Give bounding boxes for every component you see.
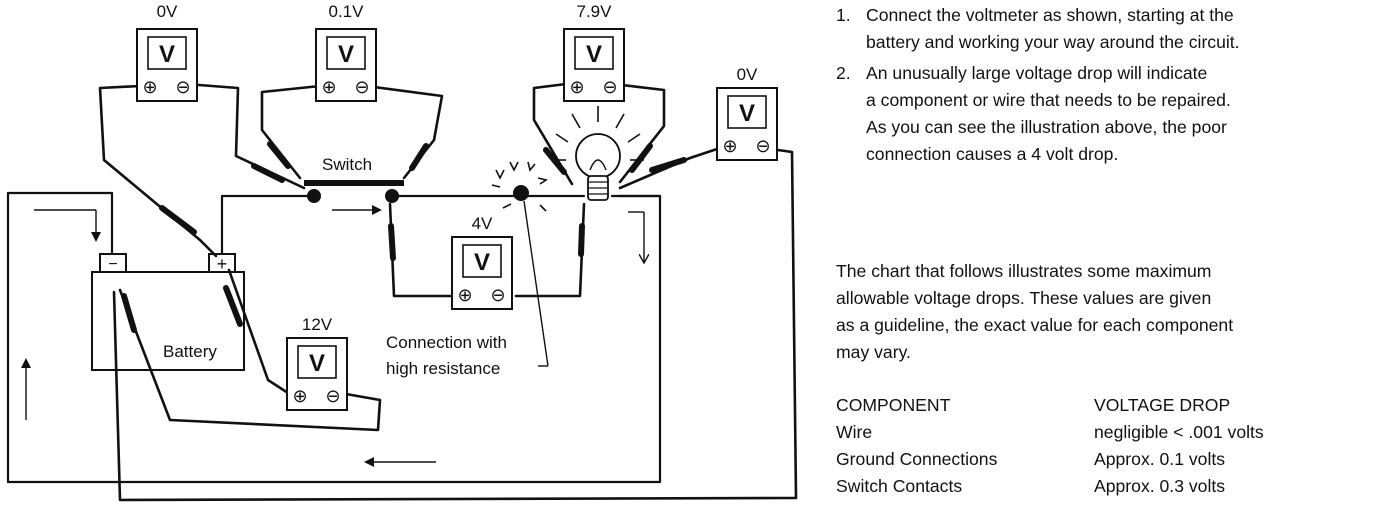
table-cell: negligible < .001 volts [1094,422,1264,442]
step-text: An unusually large voltage drop will ind… [866,63,1231,164]
meter-plus-terminal: ⊕ [569,77,584,97]
battery-negative-terminal: − [108,256,117,273]
meter-plus-terminal: ⊕ [321,77,336,97]
meter-reading: 0V [157,2,178,21]
connection-label-line1: Connection with [386,333,507,352]
table-cell: Wire [836,422,873,442]
instructions-panel: 1. Connect the voltmeter as shown, start… [826,0,1366,514]
meter-face: V [586,41,602,68]
voltmeter: 0V V ⊕ ⊖ [136,2,198,102]
table-cell: Approx. 0.3 volts [1094,476,1226,496]
table-cell: Switch Contacts [836,476,963,496]
table-cell: Approx. 0.1 volts [1094,449,1226,469]
step-number: 1. [836,5,851,25]
chart-note: The chart that follows illustrates some … [836,261,1234,362]
circuit-wires [6,191,662,484]
voltmeter: 0.1V V ⊕ ⊖ [315,2,377,102]
meter-minus-terminal: ⊖ [354,77,369,97]
meter-plus-terminal: ⊕ [292,386,307,406]
table-header: VOLTAGE DROP [1094,395,1231,415]
light-bulb [552,106,644,201]
meter-reading: 12V [302,315,333,334]
voltmeter: 4V V ⊕ ⊖ [451,214,513,310]
circuit-diagram: Switch Connection with high resistance [6,2,798,502]
step-text: Connect the voltmeter as shown, starting… [866,5,1240,52]
battery-positive-terminal: + [217,254,228,274]
meter-minus-terminal: ⊖ [755,136,770,156]
voltmeter: 7.9V V ⊕ ⊖ [563,2,625,102]
meter-face: V [739,100,755,127]
meter-reading: 0.1V [329,2,365,21]
meter-leads [98,82,798,502]
meter-face: V [159,41,175,68]
meter-reading: 7.9V [577,2,613,21]
meter-reading: 4V [472,214,493,233]
step-number: 2. [836,63,851,83]
switch: Switch [304,155,404,203]
meter-face: V [309,350,325,377]
battery: − + Battery [91,253,245,371]
connection-label-line2: high resistance [386,359,500,378]
meter-reading: 0V [737,65,758,84]
meter-plus-terminal: ⊕ [457,285,472,305]
current-flow-arrows [21,205,644,467]
meter-minus-terminal: ⊖ [490,285,505,305]
meter-minus-terminal: ⊖ [602,77,617,97]
meter-plus-terminal: ⊕ [142,77,157,97]
meter-minus-terminal: ⊖ [325,386,340,406]
high-resistance-connection: Connection with high resistance [386,161,549,378]
voltmeter: 0V V ⊕ ⊖ [716,65,778,161]
meter-minus-terminal: ⊖ [175,77,190,97]
table-header: COMPONENT [836,395,951,415]
voltmeter: 12V V ⊕ ⊖ [286,315,348,411]
meter-face: V [474,249,490,276]
table-cell: Ground Connections [836,449,998,469]
switch-label: Switch [322,155,372,174]
meter-face: V [338,41,354,68]
battery-label: Battery [163,342,217,361]
meter-plus-terminal: ⊕ [722,136,737,156]
